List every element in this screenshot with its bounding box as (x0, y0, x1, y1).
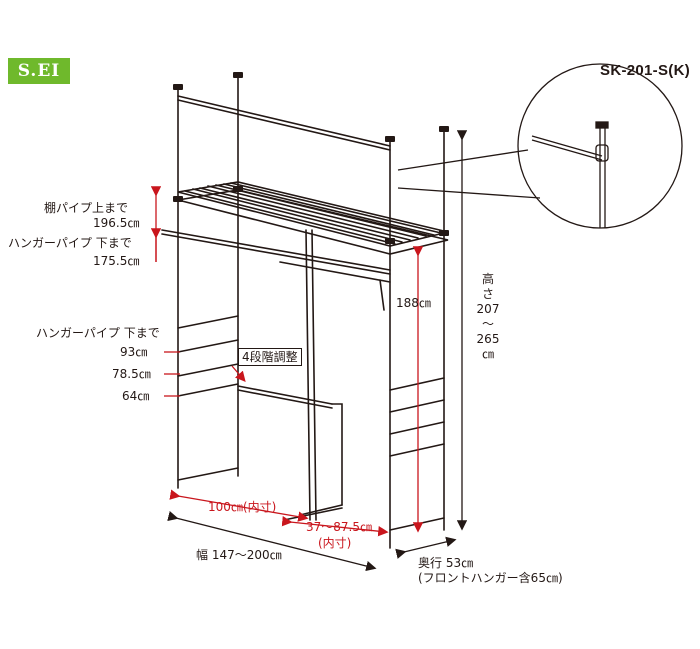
width-label: 幅 147～200㎝ (196, 548, 282, 562)
hanger-pipe-upper-value: 175.5㎝ (93, 254, 140, 268)
hanger-lower-value-3: 64㎝ (122, 389, 150, 403)
height-label: 高 さ 207 ～ 265 ㎝ (476, 272, 500, 361)
pole-caps (173, 72, 449, 244)
black-dimensions (167, 130, 468, 572)
shelf-pipe-top-title: 棚パイプ上まで (44, 201, 129, 215)
brand-logo: S.EI (8, 58, 70, 84)
pole-height-label: 188㎝ (396, 296, 431, 310)
depth-label: 奥行 53㎝ (418, 556, 474, 570)
depth-note: (フロントハンガー含65㎝) (418, 571, 563, 585)
hanger-pipe-upper-title: ハンガーパイプ 下まで (8, 236, 132, 250)
inner-depth-value: 37～87.5㎝ (306, 520, 372, 534)
adjust-steps-label: 4段階調整 (238, 348, 302, 366)
hanger-lower-value-1: 93㎝ (120, 345, 148, 359)
detail-callout (397, 63, 683, 229)
red-dimensions (150, 186, 424, 537)
inner-width-label: 100㎝(内寸) (208, 500, 277, 514)
hanger-pipe-lower-title: ハンガーパイプ 下まで (36, 326, 160, 340)
model-number: SK-201-S(K) (600, 62, 690, 79)
shelf-pipe-top-value: 196.5㎝ (93, 216, 140, 230)
rack-frame (161, 75, 449, 549)
inner-depth-note: (内寸) (318, 536, 352, 550)
hanger-lower-value-2: 78.5㎝ (112, 367, 151, 381)
